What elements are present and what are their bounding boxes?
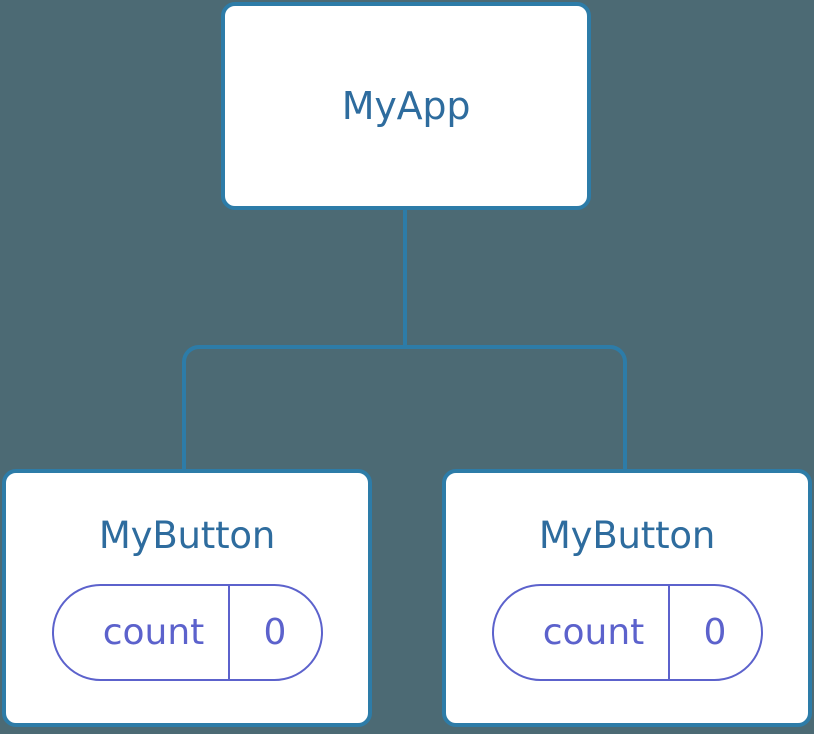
tree-node-mybutton-right[interactable]: MyButton count 0: [442, 469, 812, 727]
node-title: MyButton: [538, 514, 716, 557]
state-pill-count[interactable]: count 0: [491, 584, 763, 681]
state-pill-count[interactable]: count 0: [51, 584, 323, 681]
state-pill-key: count: [542, 611, 645, 653]
tree-node-myapp[interactable]: MyApp: [221, 2, 591, 210]
node-title: MyApp: [341, 84, 471, 128]
state-pill-value: 0: [227, 586, 321, 679]
edge-root-to-left-child: [182, 345, 405, 472]
state-pill-key: count: [102, 611, 205, 653]
node-title: MyButton: [98, 514, 276, 557]
edge-root-to-right-child: [405, 345, 627, 472]
tree-node-mybutton-left[interactable]: MyButton count 0: [2, 469, 372, 727]
state-pill-value: 0: [667, 586, 761, 679]
